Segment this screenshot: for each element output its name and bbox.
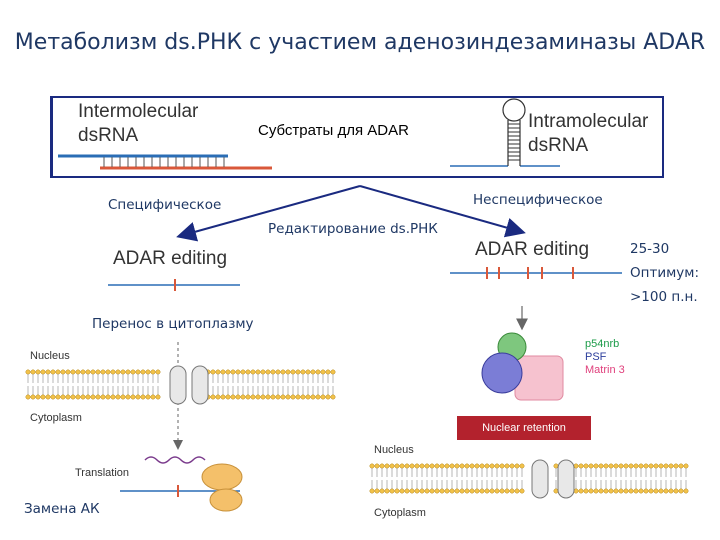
transfer-label: Перенос в цитоплазму [92, 316, 254, 332]
nonspecific-label: Неспецифическое [473, 192, 603, 208]
editing-label: Редактирование ds.РНК [268, 221, 438, 237]
substrates-label: Субстраты для ADAR [258, 122, 409, 139]
cytoplasm-label: Cytoplasm [30, 412, 82, 424]
intramolecular-label: Intramolecular dsRNA [528, 111, 649, 156]
translation-label: Translation [75, 467, 130, 479]
cytoplasm-label: Cytoplasm [374, 507, 426, 519]
size-note-line: >100 п.н. [630, 289, 698, 305]
edited-rna-right [450, 267, 622, 279]
size-note: 25-30 Оптимум: >100 п.н. [630, 237, 699, 309]
adar-editing-label: ADAR editing [475, 239, 590, 260]
protein-label: PSF [585, 351, 607, 363]
substrates-box [50, 96, 664, 178]
protein-complex [481, 332, 564, 401]
nucleus-label: Nucleus [374, 444, 414, 456]
nucleus-label: Nucleus [30, 350, 70, 362]
nuclear-retention-badge: Nuclear retention [457, 416, 591, 440]
page-title: Метаболизм ds.РНК с участием аденозиндез… [14, 30, 706, 55]
size-note-line: Оптимум: [630, 265, 699, 281]
size-note-line: 25-30 [630, 241, 670, 257]
intermolecular-dsrna [58, 154, 272, 170]
specific-label: Специфическое [108, 197, 222, 213]
protein-label: p54nrb [585, 338, 620, 350]
aa-change-label: Замена АК [24, 501, 100, 517]
edited-rna-left [108, 279, 240, 291]
adar-editing-label: ADAR editing [113, 248, 228, 269]
branch-arrows [176, 185, 526, 242]
ribosome [120, 456, 243, 512]
protein-label: Matrin 3 [585, 364, 625, 376]
intramolecular-hairpin [450, 98, 560, 167]
intermolecular-label: Intermolecular dsRNA [78, 101, 199, 146]
nuclear-membrane [25, 365, 336, 405]
nuclear-membrane [369, 459, 689, 499]
